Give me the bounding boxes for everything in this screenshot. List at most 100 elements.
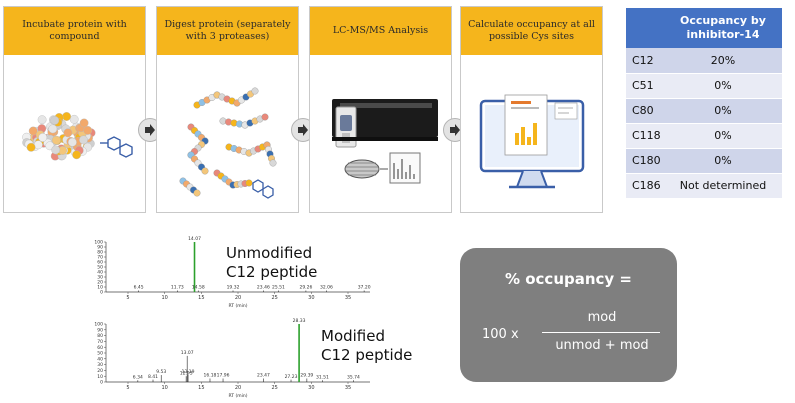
y-tick-label: 70 — [97, 339, 103, 345]
occupancy-formula: % occupancy = 100 x mod unmod + mod — [460, 248, 677, 382]
x-tick-label: 25 — [271, 295, 277, 301]
y-tick-label: 100 — [94, 240, 103, 246]
peptide-fragments-illustration — [179, 87, 277, 199]
label-line: C12 peptide — [226, 263, 318, 281]
y-tick-label: 90 — [97, 327, 103, 333]
step-title: Incubate protein with compound — [4, 7, 145, 55]
site-cell: C180 — [626, 148, 664, 174]
step-title: LC-MS/MS Analysis — [310, 7, 451, 55]
y-tick-label: 20 — [97, 368, 103, 374]
y-tick-label: 70 — [97, 255, 103, 261]
table-corner-cell — [626, 8, 664, 48]
y-tick-label: 50 — [97, 265, 103, 271]
y-tick-label: 10 — [97, 285, 103, 291]
value-cell: Not determined — [664, 173, 782, 199]
step-title: Digest protein (separately with 3 protea… — [157, 7, 298, 55]
label-line: Unmodified — [226, 244, 313, 262]
y-tick-label: 30 — [97, 275, 103, 281]
peak-label: 9.53 — [156, 369, 166, 375]
peak-label: 8.41 — [148, 374, 158, 380]
y-tick-label: 20 — [97, 280, 103, 286]
peak-label: 12.93 — [180, 370, 193, 376]
y-tick-label: 90 — [97, 245, 103, 251]
table-header-label: Occupancy by inhibitor-14 — [680, 14, 766, 41]
x-axis-label: RT (min) — [229, 393, 248, 398]
computer-chart-illustration — [479, 94, 585, 189]
formula-denominator: unmod + mod — [555, 338, 649, 353]
x-tick-label: 30 — [308, 295, 314, 301]
x-tick-label: 15 — [198, 295, 204, 301]
y-tick-label: 40 — [97, 270, 103, 276]
y-tick-label: 100 — [94, 322, 103, 328]
peak-label: 31.51 — [316, 374, 329, 380]
peak-label: 25.51 — [272, 285, 285, 291]
value-cell: 20% — [664, 48, 782, 74]
x-tick-label: 10 — [161, 295, 167, 301]
y-tick-label: 80 — [97, 250, 103, 256]
protein-compound-illustration — [22, 112, 133, 161]
x-tick-label: 30 — [308, 385, 314, 391]
y-tick-label: 60 — [97, 345, 103, 351]
peak-label: 14.58 — [192, 285, 205, 291]
table-header-occupancy: Occupancy by inhibitor-14 — [664, 8, 782, 48]
peak-label: 14.07 — [188, 236, 201, 242]
x-tick-label: 35 — [345, 385, 351, 391]
peak-label: 13.07 — [181, 350, 194, 356]
value-cell: 0% — [664, 148, 782, 174]
label-line: Modified — [321, 327, 386, 345]
peak-label: 17.96 — [217, 373, 230, 379]
x-tick-label: 25 — [271, 385, 277, 391]
x-tick-label: 35 — [345, 295, 351, 301]
workflow-step-lcms: LC-MS/MS Analysis — [309, 6, 452, 213]
value-cell: 0% — [664, 73, 782, 99]
peak-label: 27.23 — [285, 374, 298, 380]
peak-label: 6.34 — [133, 374, 143, 380]
step-title: Calculate occupancy at all possible Cys … — [461, 7, 602, 55]
x-tick-label: 15 — [198, 385, 204, 391]
mass-spectrometer-illustration — [332, 99, 438, 184]
workflow-step-digest: Digest protein (separately with 3 protea… — [156, 6, 299, 213]
value-cell: 0% — [664, 123, 782, 149]
peak-label: 28.33 — [293, 318, 306, 324]
formula-title: % occupancy = — [504, 270, 633, 288]
y-tick-label: 40 — [97, 356, 103, 362]
peak-label: 37.20 — [358, 285, 371, 291]
chromatogram-label-unmodified: Unmodified C12 peptide — [226, 244, 317, 282]
formula-multiplier: 100 x — [482, 327, 519, 342]
y-tick-label: 60 — [97, 260, 103, 266]
site-cell: C186 — [626, 173, 664, 199]
y-tick-label: 0 — [100, 290, 103, 296]
peak-label: 32.06 — [320, 285, 333, 291]
formula-numerator: mod — [587, 310, 617, 325]
peak-label: 29.26 — [299, 285, 312, 291]
x-tick-label: 5 — [126, 385, 129, 391]
site-cell: C118 — [626, 123, 664, 149]
site-cell: C80 — [626, 98, 664, 124]
x-tick-label: 10 — [161, 385, 167, 391]
x-tick-label: 20 — [235, 385, 241, 391]
peak-label: 35.74 — [347, 374, 360, 380]
peak-label: 11.73 — [171, 285, 184, 291]
y-tick-label: 80 — [97, 333, 103, 339]
peak-label: 29.39 — [300, 373, 313, 379]
peak-label: 13.19 — [182, 369, 195, 375]
x-tick-label: 20 — [235, 295, 241, 301]
peak-label: 23.46 — [257, 285, 270, 291]
workflow-step-calculate: Calculate occupancy at all possible Cys … — [460, 6, 603, 213]
y-tick-label: 30 — [97, 362, 103, 368]
x-tick-label: 5 — [126, 295, 129, 301]
peak-label: 19.32 — [227, 285, 240, 291]
label-line: C12 peptide — [321, 346, 413, 364]
site-cell: C51 — [626, 73, 664, 99]
peak-label: 23.47 — [257, 373, 270, 379]
y-tick-label: 10 — [97, 374, 103, 380]
site-cell: C12 — [626, 48, 664, 74]
value-cell: 0% — [664, 98, 782, 124]
